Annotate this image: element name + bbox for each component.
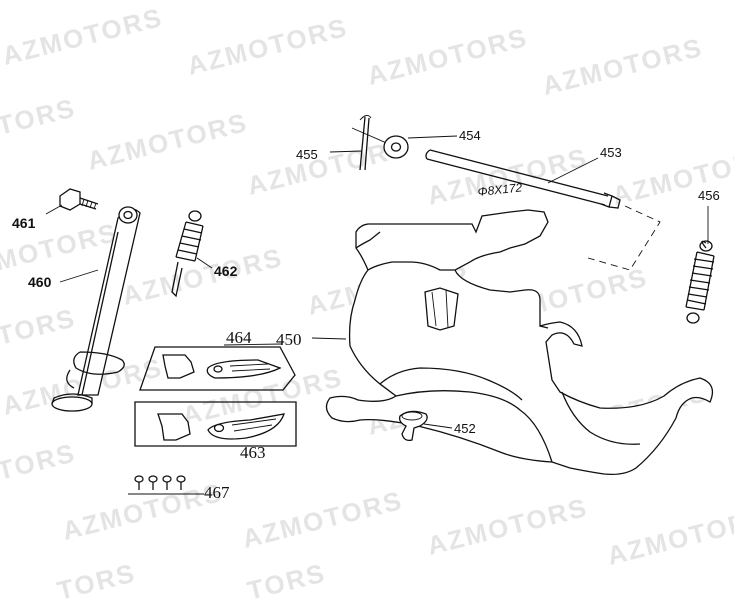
part-463-decal-set: 463: [134, 401, 297, 462]
label-453: 453: [600, 145, 622, 160]
part-461-bolt: 461: [12, 188, 99, 231]
part-460-side-stand: 460: [28, 206, 141, 412]
screw: [134, 475, 144, 490]
label-454: 454: [459, 128, 481, 143]
watermark: AZMOTORS: [184, 12, 351, 81]
watermark-fragment: TORS: [54, 557, 139, 600]
screw: [176, 475, 186, 490]
watermark: AZMOTORS: [424, 142, 591, 211]
label-450: 450: [276, 330, 302, 349]
label-464: 464: [226, 328, 252, 347]
label-456: 456: [698, 188, 720, 203]
watermark: AZMOTORS: [84, 107, 251, 176]
label-455: 455: [296, 147, 318, 162]
part-454-washer: 454: [383, 128, 481, 159]
watermark: AZMOTORS: [364, 22, 531, 91]
label-467: 467: [204, 483, 230, 502]
watermark-fragment: TORS: [0, 437, 79, 485]
label-460: 460: [28, 274, 52, 290]
screw: [148, 475, 158, 490]
watermark-fragment: TORS: [0, 92, 79, 140]
screw: [162, 475, 172, 490]
watermark: AZMOTORS: [539, 32, 706, 101]
part-456-spring: 456: [685, 188, 720, 324]
watermark: AZMOTORS: [59, 477, 226, 546]
watermark-fragment: TORS: [244, 557, 329, 600]
label-463: 463: [240, 443, 266, 462]
dimension-453: Φ8X172: [477, 180, 523, 199]
watermark: AZMOTORS: [0, 2, 166, 71]
label-462: 462: [214, 263, 238, 279]
part-450-main-stand: 450: [276, 209, 714, 476]
part-462-spring: 462: [171, 210, 238, 298]
watermark: AZMOTORS: [604, 502, 734, 571]
watermark: AZMOTORS: [424, 492, 591, 561]
label-452: 452: [454, 421, 476, 436]
part-464-decal-set: 464: [139, 328, 296, 391]
part-467-screws: 467: [128, 475, 230, 502]
watermark: AZMOTORS: [119, 242, 286, 311]
watermark-fragment: TORS: [0, 302, 79, 350]
part-452-stopper: 452: [398, 410, 476, 442]
part-453-shaft: 453 Φ8X172: [425, 145, 661, 271]
watermark: AZMOTORS: [239, 485, 406, 554]
label-461: 461: [12, 215, 36, 231]
